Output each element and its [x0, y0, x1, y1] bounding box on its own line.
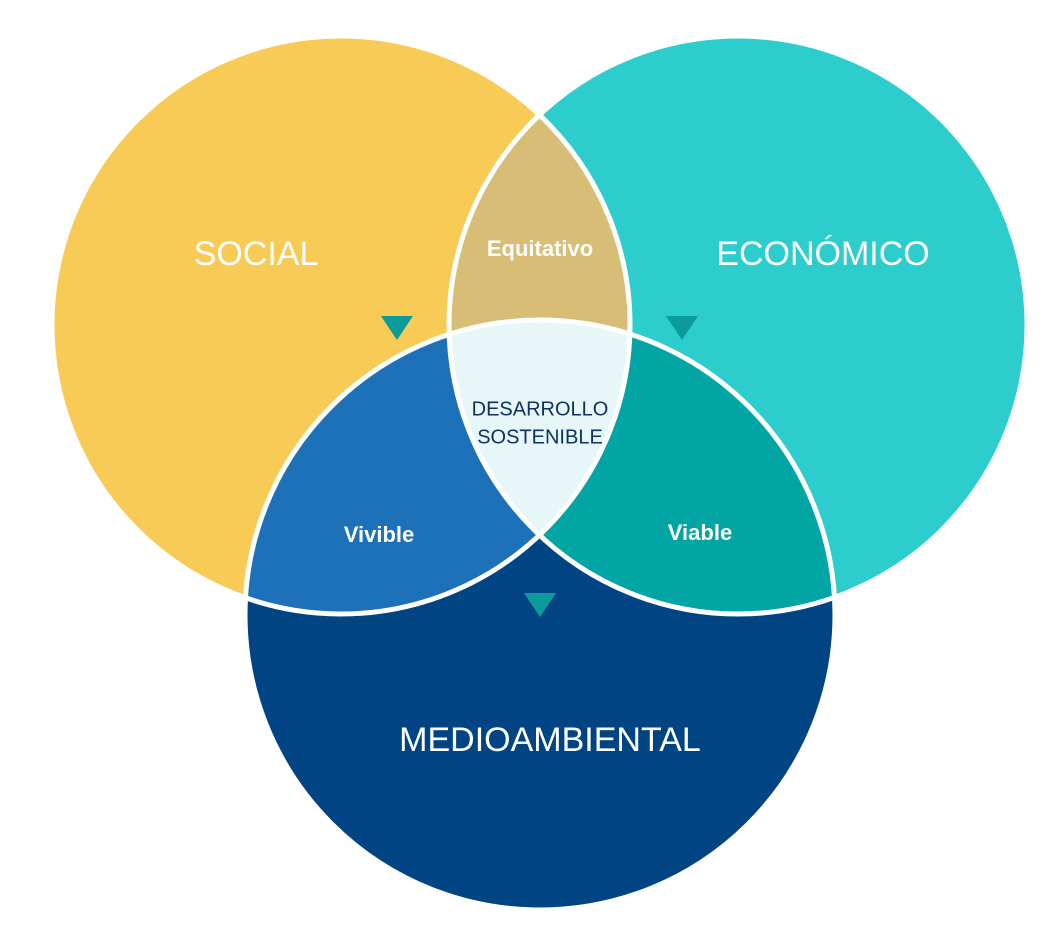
vivible-label: Vivible [344, 522, 415, 547]
equitativo-label: Equitativo [487, 236, 593, 261]
center-label-line1: DESARROLLO [472, 398, 609, 420]
arrow-down-icon [524, 593, 556, 617]
arrow-down-icon [666, 316, 698, 340]
viable-region [449, 320, 835, 614]
economico-label: ECONÓMICO [716, 235, 929, 273]
economico-outline [446, 33, 1030, 617]
arrow-down-icon [381, 316, 413, 340]
medioambiental-outline [242, 317, 838, 913]
viable-label: Viable [668, 520, 732, 545]
social-outline [49, 33, 633, 617]
vivible-region [245, 320, 630, 614]
center-label-line2: SOSTENIBLE [477, 426, 603, 448]
medioambiental-label: MEDIOAMBIENTAL [399, 721, 701, 759]
social-label: SOCIAL [194, 235, 319, 273]
